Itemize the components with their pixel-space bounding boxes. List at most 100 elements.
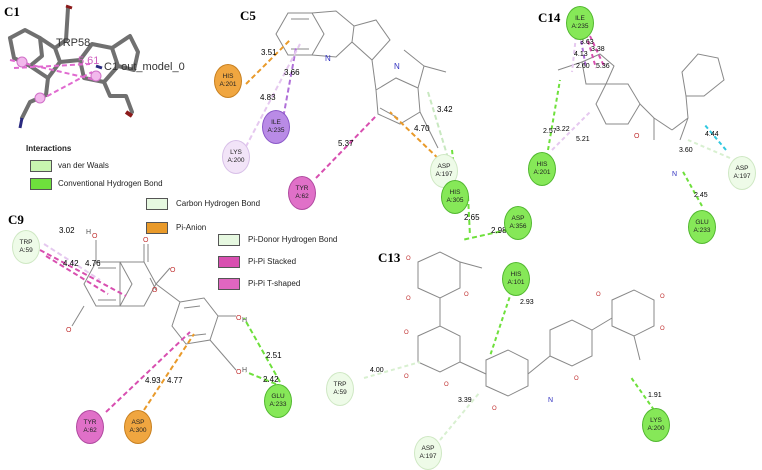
residue-chain-number: A:197 xyxy=(435,171,453,178)
c13-dist-400: 4.00 xyxy=(370,367,384,374)
legend-label-pi-anion: Pi-Anion xyxy=(176,223,207,232)
legend-label-pi-pi-stacked: Pi-Pi Stacked xyxy=(248,257,297,266)
legend-label-pi-pi-t-shaped: Pi-Pi T-shaped xyxy=(248,279,301,288)
c9-atom-o2: O xyxy=(170,267,176,274)
c13-atom-o10: O xyxy=(660,326,665,332)
residue-name: GLU xyxy=(695,219,709,226)
c14-dist-444: 4.44 xyxy=(705,131,719,138)
c9-dist-477: 4.77 xyxy=(167,376,183,385)
residue-name: ASP xyxy=(437,163,451,170)
residue-name: TRP xyxy=(333,381,347,388)
legend-swatch-van-der-waals xyxy=(30,160,52,172)
c14-dist-360: 3.60 xyxy=(679,147,693,154)
c13-atom-n: N xyxy=(548,397,553,404)
c13-atom-o7: O xyxy=(492,406,497,412)
residue-name: ASP xyxy=(735,165,749,172)
c9-atom-h3: H xyxy=(242,367,247,374)
residue-chain-number: A:235 xyxy=(267,127,285,134)
residue-chain-number: A:235 xyxy=(571,23,589,30)
residue-chain-number: A:201 xyxy=(219,81,237,88)
panel-label-c14: C14 xyxy=(538,10,561,25)
residue-name: HIS xyxy=(510,271,522,278)
legend-swatch-pi-donor-hbond xyxy=(218,234,240,246)
c14-dist-257: 2.57 xyxy=(543,128,557,135)
residue-chain-number: A:62 xyxy=(83,427,97,434)
panel-label-c5: C5 xyxy=(240,8,256,23)
c5-dist-537: 5.37 xyxy=(338,139,354,148)
residue-chain-number: A:300 xyxy=(129,427,147,434)
legend-swatch-pi-pi-stacked xyxy=(218,256,240,268)
c1-residue-label: TRP58 xyxy=(56,37,90,49)
c14-dist-521: 5.21 xyxy=(576,136,590,143)
residue-chain-number: A:200 xyxy=(647,425,665,432)
c13-atom-o2: O xyxy=(406,296,411,302)
c5-dist-470: 4.70 xyxy=(414,124,430,133)
c9-atom-o4: O xyxy=(92,233,98,240)
residue-name: ILE xyxy=(271,119,281,126)
c14-ligand-structure xyxy=(557,53,725,141)
c5-atom-n2: N xyxy=(325,54,331,63)
c14-dist-260: 2.60 xyxy=(576,63,590,70)
c9-dist-493: 4.93 xyxy=(145,376,161,385)
c9-h-labels: H H H xyxy=(86,229,247,374)
residue-chain-number: A:101 xyxy=(507,279,525,286)
legend-title: Interactions xyxy=(26,144,72,153)
panel-label-c13: C13 xyxy=(378,250,401,265)
c13-atom-o1: O xyxy=(406,256,411,262)
legend-label-van-der-waals: van der Waals xyxy=(58,161,109,170)
residue-name: ASP xyxy=(511,215,525,222)
c9-dist-442: 4.42 xyxy=(63,259,79,268)
c5-atom-n: N xyxy=(394,62,400,71)
c9-atom-o5: O xyxy=(66,327,72,334)
c13-dist-339: 3.39 xyxy=(458,397,472,404)
residue-name: TRP xyxy=(19,239,33,246)
c14-atom-n: N xyxy=(672,171,677,178)
residue-chain-number: A:233 xyxy=(269,401,287,408)
residue-name: HIS xyxy=(536,161,548,168)
residue-name: ASP xyxy=(421,445,435,452)
c9-atom-labels: O O O O O O O xyxy=(66,233,242,376)
c9-dist-242: 2.42 xyxy=(263,375,279,384)
c9-atom-o7: O xyxy=(236,369,242,376)
residue-chain-number: A:201 xyxy=(533,169,551,176)
c13-atom-o4: O xyxy=(404,330,409,336)
c13-atom-o8: O xyxy=(596,292,601,298)
c9-atom-h2: H xyxy=(242,317,247,324)
residue-chain-number: A:200 xyxy=(227,157,245,164)
residue-chain-number: A:59 xyxy=(333,389,347,396)
c14-dist-245: 2.45 xyxy=(694,192,708,199)
residue-chain-number: A:59 xyxy=(19,247,33,254)
residue-chain-number: A:197 xyxy=(733,173,751,180)
residue-chain-number: A:62 xyxy=(295,193,309,200)
c5-dist-351: 3.51 xyxy=(261,48,277,57)
c5-dist-342: 3.42 xyxy=(437,105,453,114)
residue-name: HIS xyxy=(222,73,234,80)
residue-name: HIS xyxy=(449,189,461,196)
c14-atom-o: O xyxy=(634,133,640,140)
c13-atom-o11: O xyxy=(574,376,579,382)
c9-atom-o6: O xyxy=(236,315,242,322)
c5-dist-298: 2.98 xyxy=(491,226,507,235)
residue-name: GLU xyxy=(271,393,285,400)
c14-dist-322: 3.22 xyxy=(556,126,570,133)
residue-name: TYR xyxy=(295,185,309,192)
c9-atom-h1: H xyxy=(86,229,91,236)
c5-dist-483: 4.83 xyxy=(260,93,276,102)
legend-label-conventional-hbond: Conventional Hydrogen Bond xyxy=(58,179,163,188)
residue-name: ASP xyxy=(131,419,145,426)
c14-dist-363: 3.63 xyxy=(580,39,594,46)
legend-swatch-conventional-hbond xyxy=(30,178,52,190)
c9-dist-251: 2.51 xyxy=(266,351,282,360)
